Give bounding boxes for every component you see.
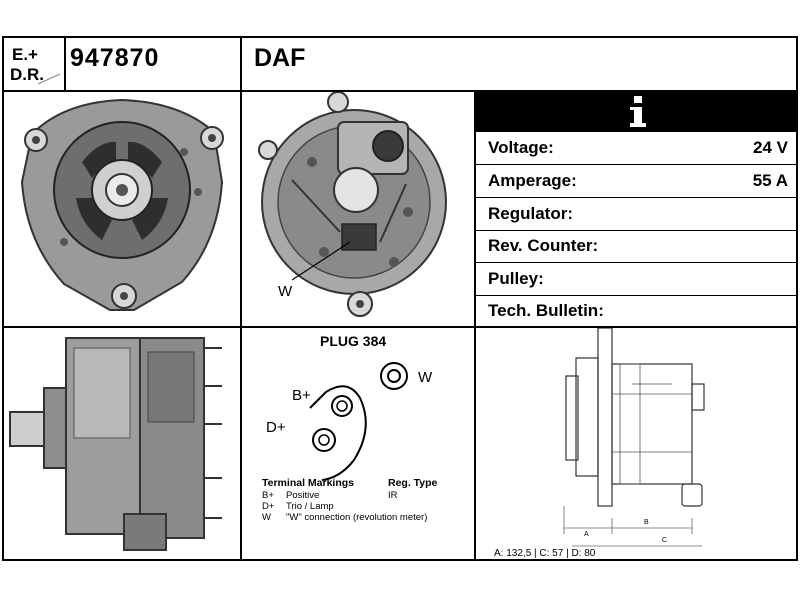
info-icon — [630, 96, 646, 127]
dimension-summary: A: 132,5 | C: 57 | D: 80 — [494, 548, 596, 559]
row-divider — [4, 326, 796, 328]
alternator-side-photo — [4, 328, 240, 559]
spec-row-voltage: Voltage: 24 V — [476, 132, 798, 164]
spec-row-rev-counter: Rev. Counter: — [476, 230, 798, 262]
dimension-label-a: A — [584, 531, 589, 538]
marking-code: B+ — [262, 490, 274, 501]
spec-row-pulley: Pulley: — [476, 263, 798, 295]
col-divider-logo — [64, 38, 66, 90]
terminal-w-label: W — [278, 283, 293, 300]
header-divider — [4, 90, 796, 92]
marking-desc: Trio / Lamp — [286, 501, 334, 512]
col-divider-2 — [474, 90, 476, 559]
plug-diagram: PLUG 384 B+ D+ W Terminal Markings Reg. … — [242, 328, 474, 559]
dimension-drawing: A B C A: 132,5 | C: 57 | D: 80 — [476, 327, 796, 559]
plug-label-b: B+ — [292, 387, 311, 404]
col-divider-1 — [240, 38, 242, 559]
spec-value: 55 A — [752, 171, 788, 190]
spec-row-tech-bulletin: Tech. Bulletin: — [476, 295, 798, 327]
markings-title: Terminal Markings — [262, 477, 354, 489]
plug-label-w: W — [418, 369, 433, 386]
spec-label: Amperage: — [488, 171, 577, 190]
spec-row-regulator: Regulator: — [476, 198, 798, 230]
info-header — [476, 92, 798, 132]
plug-title: PLUG 384 — [320, 333, 386, 349]
spec-label: Regulator: — [488, 204, 573, 223]
spec-divider — [476, 262, 796, 263]
edr-logo: E.+ D.R. — [4, 38, 64, 90]
spec-label: Pulley: — [488, 269, 544, 288]
reg-type-title: Reg. Type — [388, 477, 438, 489]
plug-label-d: D+ — [266, 419, 286, 436]
marking-code: W — [262, 512, 271, 523]
logo-text-bottom: D.R. — [10, 65, 44, 84]
manufacturer-name: DAF — [254, 44, 306, 72]
alternator-front-photo — [4, 92, 240, 326]
dimension-label-c: C — [662, 537, 667, 544]
marking-desc: Positive — [286, 490, 319, 501]
spec-divider — [476, 230, 796, 231]
spec-value: 24 V — [753, 138, 788, 157]
alternator-rear-photo: W — [242, 91, 474, 326]
spec-label: Tech. Bulletin: — [488, 301, 604, 320]
reg-type-value: IR — [388, 490, 398, 501]
spec-label: Voltage: — [488, 138, 554, 157]
marking-code: D+ — [262, 501, 275, 512]
logo-text-top: E.+ — [12, 45, 38, 64]
marking-desc: "W" connection (revolution meter) — [286, 512, 427, 523]
spec-label: Rev. Counter: — [488, 236, 599, 255]
product-sheet: E.+ D.R. 947870 DAF Voltage: 24 V Ampera… — [2, 36, 798, 561]
spec-divider — [476, 295, 796, 296]
spec-divider — [476, 197, 796, 198]
part-number: 947870 — [70, 44, 160, 72]
spec-divider — [476, 164, 796, 165]
dimension-label-b: B — [644, 519, 649, 526]
spec-row-amperage: Amperage: 55 A — [476, 165, 798, 197]
